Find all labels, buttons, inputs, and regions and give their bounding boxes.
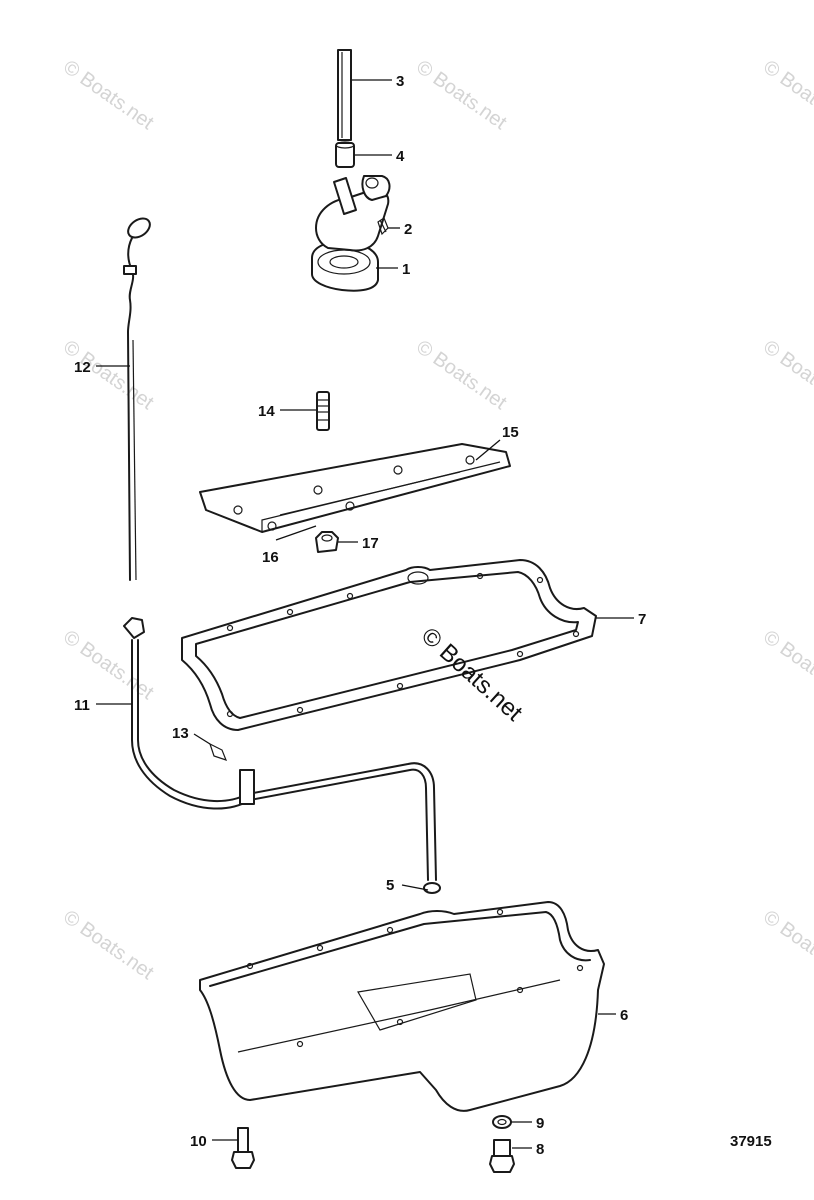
watermark: © Boats.net: [412, 336, 511, 414]
callout-1: 1: [402, 261, 410, 278]
callout-14: 14: [258, 403, 275, 420]
watermark: © Boats.net: [759, 336, 814, 414]
callout-13: 13: [172, 725, 189, 742]
leader-lines: [96, 79, 634, 1149]
watermark: © Boats.net: [416, 622, 528, 726]
part-5-grommet: [423, 882, 441, 894]
part-8-drain-plug: [489, 1139, 515, 1173]
figure-number: 37915: [730, 1133, 772, 1150]
part-7-gasket: [181, 559, 597, 731]
callout-7: 7: [638, 611, 646, 628]
callout-5: 5: [386, 877, 394, 894]
part-14-stud: [316, 391, 330, 431]
part-11-dipstick-tube: [123, 617, 437, 881]
callout-2: 2: [404, 221, 412, 238]
part-3-shaft: [337, 49, 352, 141]
callouts: 3 4 2 1 12 14 15 16 17 7 11 13 5 6 9 8 1…: [74, 73, 646, 1158]
part-9-washer: [492, 1115, 512, 1129]
callout-9: 9: [536, 1115, 544, 1132]
part-13-clip: [208, 742, 228, 761]
watermark: © Boats.net: [59, 56, 158, 134]
part-1-oil-pump: [311, 175, 391, 292]
part-15-windage-tray: [199, 443, 511, 533]
callout-8: 8: [536, 1141, 544, 1158]
callout-15: 15: [502, 424, 519, 441]
part-17-nut: [315, 531, 339, 553]
watermark: © Boats.net: [412, 56, 511, 134]
watermark-layer: © Boats.net © Boats.net © Boats.net © Bo…: [59, 56, 814, 984]
part-4-sleeve: [335, 141, 355, 168]
watermark: © Boats.net: [759, 906, 814, 984]
callout-3: 3: [396, 73, 404, 90]
part-12-dipstick: [123, 217, 151, 581]
callout-11: 11: [74, 697, 90, 714]
part-10-bolt: [231, 1127, 255, 1169]
part-6-oil-pan: [199, 901, 605, 1112]
watermark: © Boats.net: [59, 906, 158, 984]
callout-4: 4: [396, 148, 405, 165]
callout-17: 17: [362, 535, 379, 552]
watermark: © Boats.net: [759, 626, 814, 704]
watermark: © Boats.net: [59, 626, 158, 704]
watermark: © Boats.net: [759, 56, 814, 134]
callout-6: 6: [620, 1007, 628, 1024]
callout-16: 16: [262, 549, 279, 566]
callout-12: 12: [74, 359, 91, 376]
callout-10: 10: [190, 1133, 207, 1150]
